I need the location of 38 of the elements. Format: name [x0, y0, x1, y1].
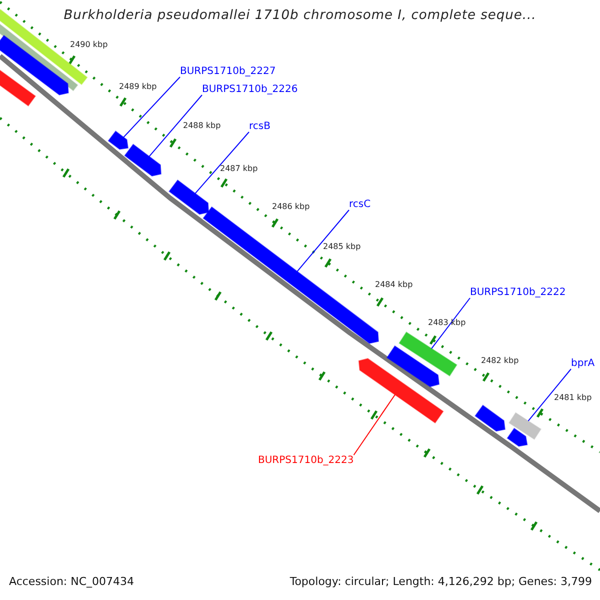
- gene-bar: [0, 70, 36, 106]
- leader-line: [194, 132, 250, 194]
- gene-block: [386, 345, 440, 388]
- scale-label: 2490 kbp: [70, 41, 108, 50]
- leader-line: [123, 76, 180, 138]
- gene-block: [108, 130, 129, 150]
- gene-block: [506, 428, 528, 447]
- scale-label: 2482 kbp: [481, 357, 519, 366]
- genome-info-text: Topology: circular; Length: 4,126,292 bp; Genes: 3,799: [290, 576, 592, 588]
- gene-label: rcsC: [349, 199, 371, 210]
- scale-label: 2488 kbp: [183, 122, 221, 131]
- diagram-title: Burkholderia pseudomallei 1710b chromosome I, complete seque...: [62, 9, 538, 24]
- gene-bar: [508, 412, 542, 440]
- scale-label: 2485 kbp: [323, 243, 361, 252]
- gene-label: bprA: [571, 358, 595, 369]
- gene-block: [474, 404, 506, 432]
- leader-line: [296, 210, 350, 272]
- leader-line: [431, 298, 470, 350]
- scale-label: 2484 kbp: [375, 281, 413, 290]
- gene-block: [358, 358, 444, 424]
- scale-label: 2481 kbp: [554, 394, 592, 403]
- gene-label: BURPS1710b_2222: [470, 287, 566, 298]
- gene-block: [168, 179, 210, 215]
- gene-label: BURPS1710b_2227: [180, 66, 276, 77]
- scale-label: 2487 kbp: [220, 165, 258, 174]
- gene-label: rcsB: [249, 121, 270, 132]
- gene-block: [124, 144, 162, 177]
- accession-text: Accession: NC_007434: [9, 576, 134, 588]
- scale-label: 2486 kbp: [272, 203, 310, 212]
- gene-bar: [398, 332, 458, 376]
- scale-label: 2483 kbp: [428, 319, 466, 328]
- leader-line: [528, 368, 572, 422]
- scale-label: 2489 kbp: [119, 83, 157, 92]
- gene-block: [0, 34, 69, 96]
- gene-label: BURPS1710b_2223: [258, 455, 354, 466]
- leader-line: [353, 394, 396, 456]
- leader-line: [148, 94, 202, 157]
- gene-label: BURPS1710b_2226: [202, 84, 298, 95]
